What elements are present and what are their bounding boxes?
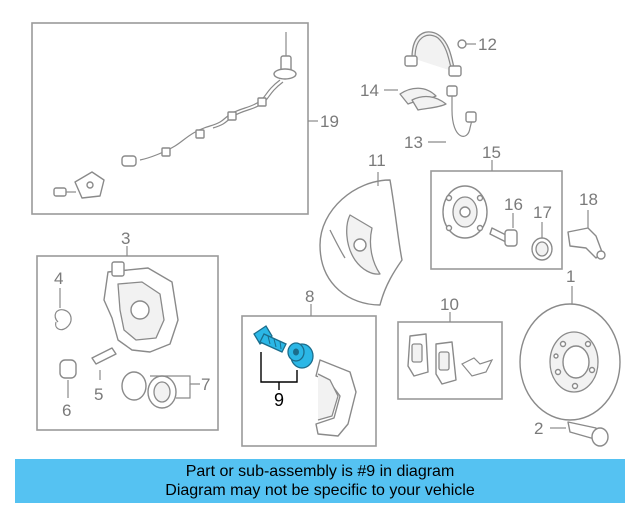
callout-13: 13 <box>404 133 423 152</box>
callout-15: 15 <box>482 143 501 162</box>
guide-pin-highlighted <box>253 325 287 353</box>
callout-2: 2 <box>534 419 543 438</box>
banner-line-2: Diagram may not be specific to your vehi… <box>165 482 475 499</box>
callout-14: 14 <box>360 81 379 100</box>
part-2-screw: 2 <box>534 419 609 447</box>
group-box-19 <box>31 22 309 215</box>
part-18-abs-sensor: 18 <box>567 190 606 260</box>
group-19-wear-sensor: 19 <box>31 22 339 215</box>
guide-bushing-highlighted <box>287 342 314 369</box>
part-13-brake-line: 13 <box>404 85 477 152</box>
banner-line-1: Part or sub-assembly is #9 in diagram <box>185 463 455 480</box>
callout-12: 12 <box>478 35 497 54</box>
callout-18: 18 <box>579 190 598 209</box>
group-10-pads: 10 <box>397 295 503 400</box>
callout-11: 11 <box>368 151 386 170</box>
callout-5: 5 <box>94 385 103 404</box>
group-15-hub: 16 17 15 <box>430 143 563 270</box>
callout-6: 6 <box>62 401 71 420</box>
group-box-8 <box>241 315 377 447</box>
part-14-bracket: 14 <box>360 81 447 111</box>
part-1-rotor: 1 <box>519 267 621 421</box>
callout-8: 8 <box>305 287 314 306</box>
callout-9: 9 <box>274 390 284 410</box>
callout-3: 3 <box>121 229 130 248</box>
part-11-backing-plate: 11 <box>319 151 403 306</box>
callout-19: 19 <box>320 112 339 131</box>
group-3-caliper: 3 4 5 6 7 <box>36 229 219 431</box>
info-banner: Part or sub-assembly is #9 in diagram Di… <box>15 459 625 503</box>
group-box-15 <box>430 170 563 270</box>
callout-17: 17 <box>533 203 552 222</box>
group-8-carrier: 8 9 <box>241 287 377 447</box>
callout-4: 4 <box>54 269 63 288</box>
callout-16: 16 <box>504 195 523 214</box>
part-12-brake-hose: 12 <box>404 31 497 77</box>
callout-7: 7 <box>201 375 210 394</box>
callout-10: 10 <box>440 295 459 314</box>
callout-1: 1 <box>566 267 575 286</box>
